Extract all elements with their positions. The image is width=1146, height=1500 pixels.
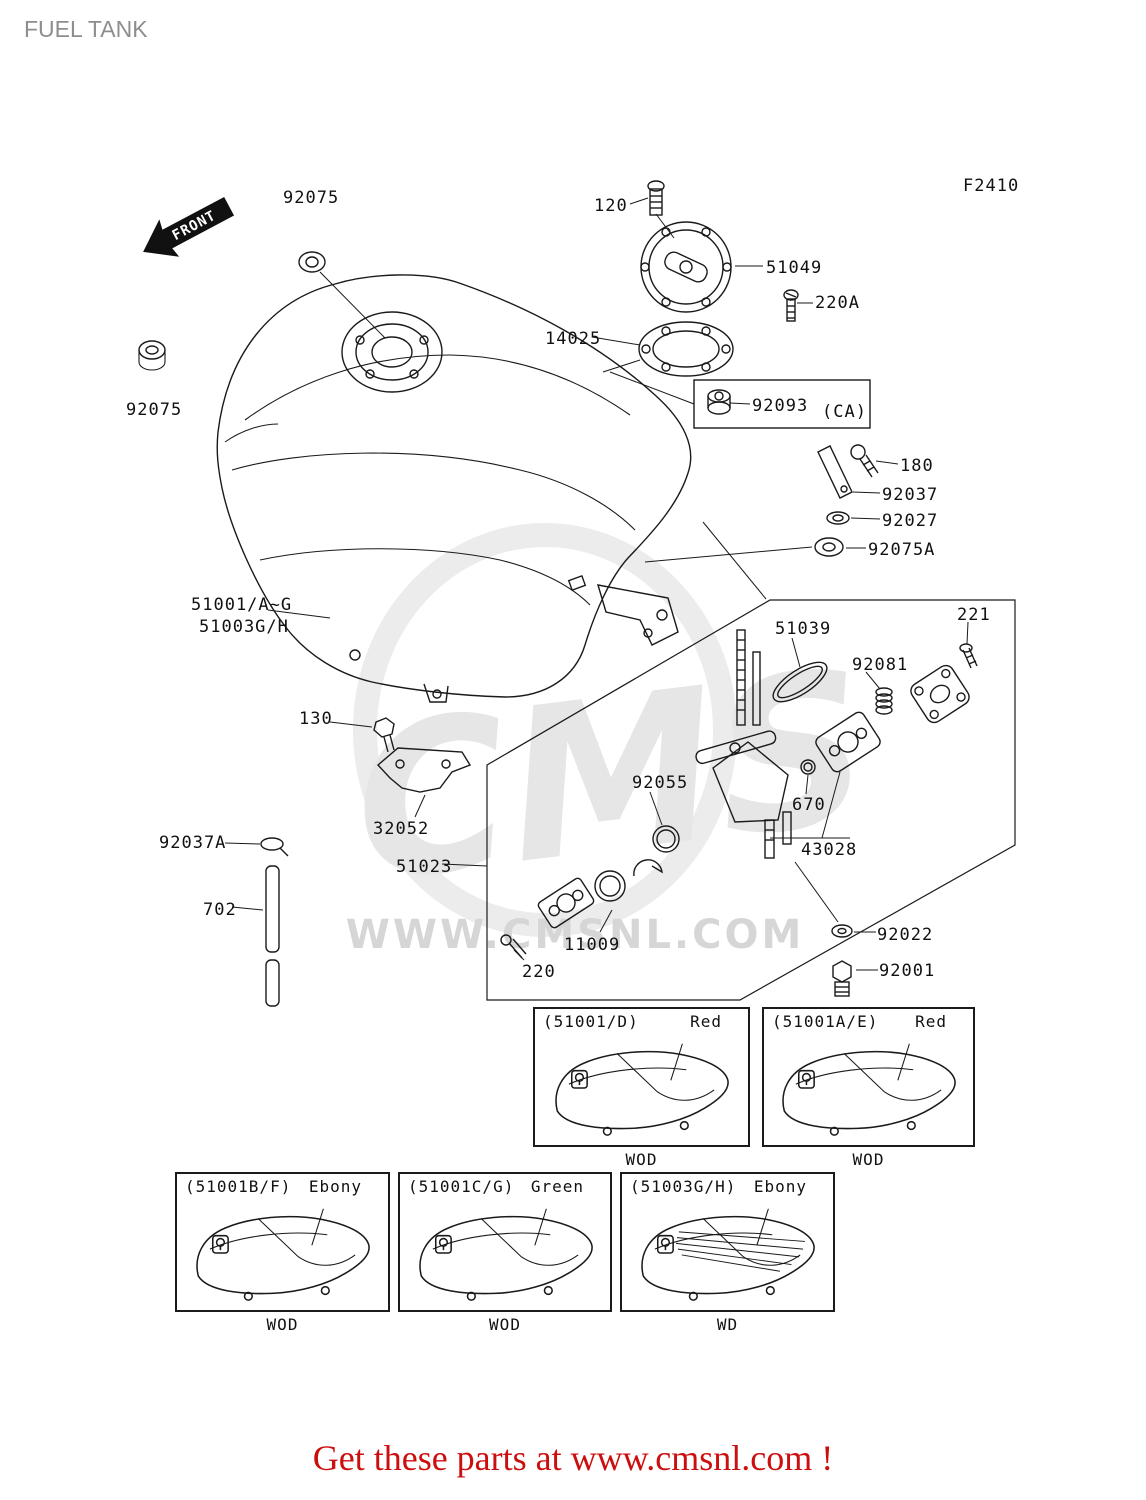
variant-color: Green bbox=[530, 1177, 584, 1196]
part-label-130: 130 bbox=[299, 709, 333, 729]
part-label-51023: 51023 bbox=[396, 857, 453, 877]
part-label-92037A: 92037A bbox=[159, 833, 227, 853]
leader-lines bbox=[224, 197, 969, 971]
part-label-14025: 14025 bbox=[545, 329, 602, 349]
part-label-92093: 92093 bbox=[752, 396, 809, 416]
part-label-43028: 43028 bbox=[801, 840, 858, 860]
variant-box-51001BF: (51001B/F) Ebony WOD bbox=[175, 1172, 390, 1334]
variant-color: Red bbox=[690, 1012, 722, 1031]
cms-watermark-logo: CMS WWW.CMSNL.COM bbox=[341, 523, 882, 958]
variant-tank-art bbox=[181, 1198, 384, 1308]
fuel-tank-drawing bbox=[216, 274, 692, 703]
part-label-221: 221 bbox=[957, 605, 991, 625]
variant-tank-art bbox=[540, 1033, 743, 1143]
variant-box-51001D: (51001/D) Red WOD bbox=[533, 1007, 750, 1169]
variant-code: (51001A/E) bbox=[772, 1012, 879, 1031]
variant-frame: (51001A/E) Red bbox=[762, 1007, 975, 1147]
part-label-92075A: 92075A bbox=[868, 540, 936, 560]
figure-code: F2410 bbox=[963, 176, 1020, 196]
variant-box-51003GH: (51003G/H) Ebony WD bbox=[620, 1172, 835, 1334]
part-label-670: 670 bbox=[792, 795, 826, 815]
part-label-92075-left: 92075 bbox=[126, 400, 183, 420]
petcock-assembly bbox=[486, 599, 1016, 1001]
bracket-and-tube-parts bbox=[260, 717, 472, 1007]
variant-code: (51001C/G) bbox=[408, 1177, 515, 1196]
variant-color: Red bbox=[915, 1012, 947, 1031]
footer-link[interactable]: Get these parts at www.cmsnl.com ! bbox=[312, 1438, 834, 1478]
variant-code: (51001/D) bbox=[543, 1012, 639, 1031]
variant-frame: (51001B/F) Ebony bbox=[175, 1172, 390, 1312]
part-label-92093-ca: (CA) bbox=[822, 402, 867, 422]
variant-frame: (51003G/H) Ebony bbox=[620, 1172, 835, 1312]
part-label-702: 702 bbox=[203, 900, 237, 920]
part-label-92081: 92081 bbox=[852, 655, 909, 675]
part-label-180: 180 bbox=[900, 456, 934, 476]
variant-sub-label: WD bbox=[716, 1315, 739, 1334]
variant-sub-label: WOD bbox=[489, 1315, 521, 1334]
part-label-51039: 51039 bbox=[775, 619, 832, 639]
part-label-120: 120 bbox=[594, 196, 628, 216]
variant-code: (51003G/H) bbox=[630, 1177, 737, 1196]
variant-tank-art bbox=[767, 1033, 970, 1143]
fuel-cap-assembly bbox=[638, 180, 871, 429]
part-label-92037: 92037 bbox=[882, 485, 939, 505]
variant-box-51001AE: (51001A/E) Red WOD bbox=[762, 1007, 975, 1169]
part-label-220: 220 bbox=[522, 962, 556, 982]
svg-text:CMS: CMS bbox=[341, 624, 881, 930]
part-label-32052: 32052 bbox=[373, 819, 430, 839]
part-label-92055: 92055 bbox=[632, 773, 689, 793]
part-label-92022: 92022 bbox=[877, 925, 934, 945]
variant-frame: (51001/D) Red bbox=[533, 1007, 750, 1147]
variant-color: Ebony bbox=[308, 1177, 362, 1196]
part-label-11009: 11009 bbox=[564, 935, 621, 955]
part-label-220A: 220A bbox=[815, 293, 860, 313]
variant-sub-label: WOD bbox=[266, 1315, 299, 1334]
variant-tank-art bbox=[404, 1198, 607, 1308]
part-label-51049: 51049 bbox=[766, 258, 823, 278]
variant-frame: (51001C/G) Green bbox=[398, 1172, 612, 1312]
part-label-92001: 92001 bbox=[879, 961, 936, 981]
variant-tank-art bbox=[626, 1198, 829, 1308]
variant-box-51001CG: (51001C/G) Green WOD bbox=[398, 1172, 612, 1334]
part-label-92075-top: 92075 bbox=[283, 188, 340, 208]
variant-code: (51001B/F) bbox=[185, 1177, 292, 1196]
part-label-92027: 92027 bbox=[882, 511, 939, 531]
variant-color: Ebony bbox=[753, 1177, 807, 1196]
page-title: FUEL TANK bbox=[24, 16, 148, 42]
part-label-51003: 51003G/H bbox=[199, 617, 289, 637]
rear-fastener-parts bbox=[814, 444, 879, 557]
variant-sub-label: WOD bbox=[852, 1150, 885, 1169]
part-label-51001: 51001/A~G bbox=[191, 595, 293, 615]
front-arrow: FRONT bbox=[143, 196, 235, 257]
grommet-parts bbox=[138, 251, 326, 371]
watermark-url: WWW.CMSNL.COM bbox=[346, 912, 805, 958]
variant-sub-label: WOD bbox=[625, 1150, 658, 1169]
